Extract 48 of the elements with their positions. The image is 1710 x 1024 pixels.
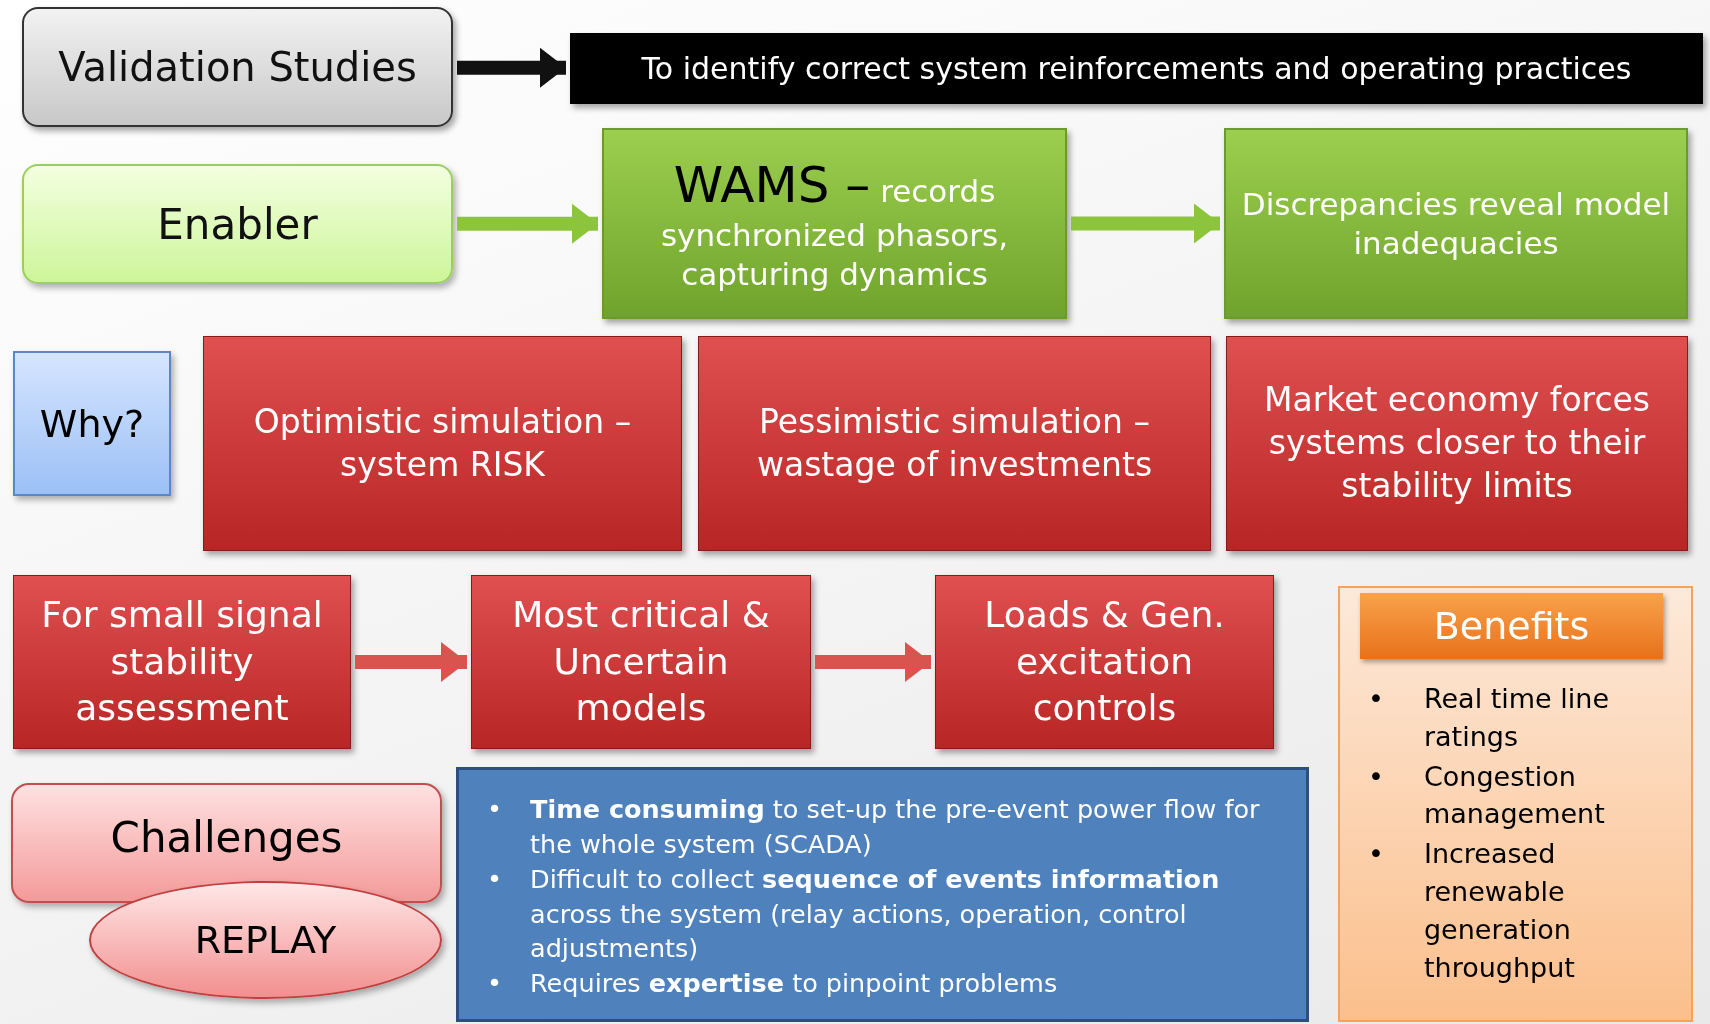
box-text: WAMS – records synchronized phasors, capturing dynamics	[659, 154, 1010, 294]
bullet-item: Real time line ratings	[1423, 682, 1611, 754]
bullet-item: Difficult to collect sequence of events information across the system (relay actions, operation, control adjustments)	[530, 862, 1221, 966]
box-label: Benefits	[1433, 604, 1590, 648]
benefits-header	[1360, 593, 1663, 659]
box-label: Challenges	[110, 813, 343, 862]
bullet-item: Increased renewable generation throughput	[1423, 837, 1576, 985]
bullet-marker: •	[486, 793, 504, 827]
process-box	[13, 575, 351, 749]
challenges-panel	[456, 767, 1309, 1022]
box-text: Optimistic simulation – system RISK	[252, 400, 633, 486]
box-text: For small signal stability assessment	[40, 592, 324, 731]
box-text: Most critical & Uncertain models	[511, 592, 771, 731]
enabler-box	[22, 164, 453, 284]
bullet-item: Congestion management	[1423, 759, 1606, 832]
challenges-box	[11, 783, 442, 903]
reason-box	[203, 336, 682, 551]
box-text: Pessimistic simulation – wastage of investments	[755, 400, 1154, 486]
box-label: Validation Studies	[58, 44, 417, 90]
arrow	[355, 642, 467, 682]
reason-box	[698, 336, 1211, 551]
arrow	[815, 642, 931, 682]
banner-text: To identify correct system reinforcements and operating practices	[641, 51, 1632, 86]
arrow	[1071, 203, 1220, 244]
bullet-marker: •	[1367, 682, 1385, 716]
bullet-item: Requires expertise to pinpoint problems	[530, 966, 1059, 1000]
box-label: REPLAY	[194, 918, 337, 962]
process-box	[602, 128, 1067, 319]
box-label: Enabler	[157, 199, 318, 249]
arrow	[457, 203, 598, 244]
process-box	[1224, 128, 1688, 319]
title-box	[22, 7, 453, 127]
bullet-marker: •	[486, 966, 504, 1000]
box-text: Market economy forces systems closer to their stability limits	[1262, 379, 1652, 507]
box-text: Loads & Gen. excitation controls	[983, 592, 1226, 731]
bullet-marker: •	[486, 862, 504, 896]
bullet-item: Time consuming to set-up the pre-event power flow for the whole system (SCADA)	[530, 793, 1261, 862]
process-box	[935, 575, 1274, 749]
arrow	[457, 47, 566, 88]
question-box	[13, 351, 171, 496]
process-box	[471, 575, 811, 749]
bullet-marker: •	[1367, 837, 1385, 872]
reason-box	[1226, 336, 1688, 551]
box-text: Discrepancies reveal model inadequacies	[1240, 184, 1672, 263]
bullet-marker: •	[1367, 759, 1385, 794]
goal-banner	[570, 33, 1703, 104]
box-label: Why?	[39, 401, 145, 446]
benefits-panel	[1338, 586, 1693, 1022]
